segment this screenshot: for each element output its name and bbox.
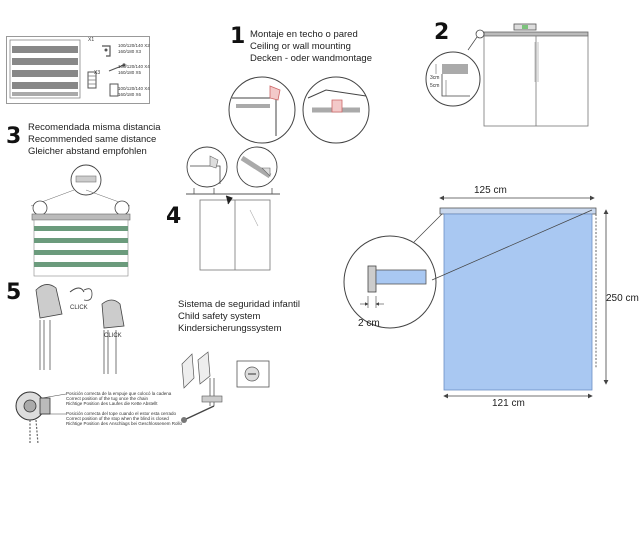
dimension-top-label: 125 cm [474,185,507,196]
parts-qty-a1: 100/120/140 X2 [118,43,150,48]
step-3-caption-de: Gleicher abstand empfohlen [28,146,147,157]
chain-note-1c: Richtige Position des Laufes die Kette A… [66,401,158,406]
step-3-caption-es: Recomendada misma distancia [28,122,161,133]
wall-mount-detail [302,76,370,144]
child-safety-detail [236,360,270,388]
chain-note-2a: Posición correcta del tope cuando el est… [66,411,177,416]
step-5-click-left [35,284,93,370]
blind-roll-illustration [9,39,81,99]
parts-qty-c1: 100/120/140 X4 [118,86,150,91]
step-1-number: 1 [230,24,246,49]
step-3-blind-illustration [30,189,131,277]
step-1-caption-de: Decken - oder wandmontage [250,53,372,64]
step-1-caption-es: Montaje en techo o pared [250,29,358,40]
step-4-number: 4 [166,204,182,229]
parts-panel [6,36,150,104]
chain-note-1b: Correct position of the tug once the cha… [66,396,149,401]
step-3-number: 3 [6,124,22,149]
step-2-leader [467,29,485,51]
step-4-detail-left [186,146,228,188]
wall-plug-icon [87,71,97,89]
parts-x3: X3 [94,70,101,76]
step-2-label-a: 3cm [430,75,440,81]
child-safety-caption-de: Kindersicherungssystem [178,323,282,334]
child-safety-caption-es: Sistema de seguridad infantil [178,299,300,310]
step-4-detail-right [236,146,278,188]
screw-icon [108,63,126,72]
ceiling-mount-detail [228,76,296,144]
step-3-caption-en: Recommended same distance [28,134,157,145]
child-safety-caption-en: Child safety system [178,311,261,322]
step-5-click-right [101,299,125,374]
child-safety-illustration [181,351,223,423]
step-5-click-left-label: CLICK [70,305,88,311]
chain-note-1a: Posición correcta de la empuje que coloc… [66,391,172,396]
step-5-number: 5 [6,280,22,305]
dimension-right-label: 250 cm [606,293,639,304]
dimension-diagram [343,195,609,399]
parts-qty-a2: 160/180 X3 [118,49,142,54]
parts-qty-c2: 160/180 X6 [118,92,142,97]
parts-qty-b1: 100/120/140 X4 [118,64,150,69]
step-4-window [186,188,280,271]
step-2-label-b: 5cm [430,83,440,89]
step-1-caption-en: Ceiling or wall mounting [250,41,351,52]
dimension-bottom-label: 121 cm [492,398,525,409]
chain-note-2c: Richtige Position des Anschlags bei Gesc… [66,421,183,426]
step-2-number: 2 [434,20,450,45]
step-3-bracket-detail [70,164,102,196]
step-5-click-right-label: CLICK [104,333,122,339]
parts-x1: X1 [88,37,95,43]
step-2-measure-detail [425,51,481,107]
chain-note-2b: Correct position of the stop when the bl… [66,416,169,421]
bracket-offset-label: 2 cm [358,318,380,329]
bracket-icon [102,45,111,57]
chain-note-leaders [41,393,67,415]
chain-mechanism [15,391,51,445]
parts-qty-b2: 160/180 X5 [118,70,142,75]
anchor-icon [109,83,119,97]
step-2-window-frame [483,23,589,127]
